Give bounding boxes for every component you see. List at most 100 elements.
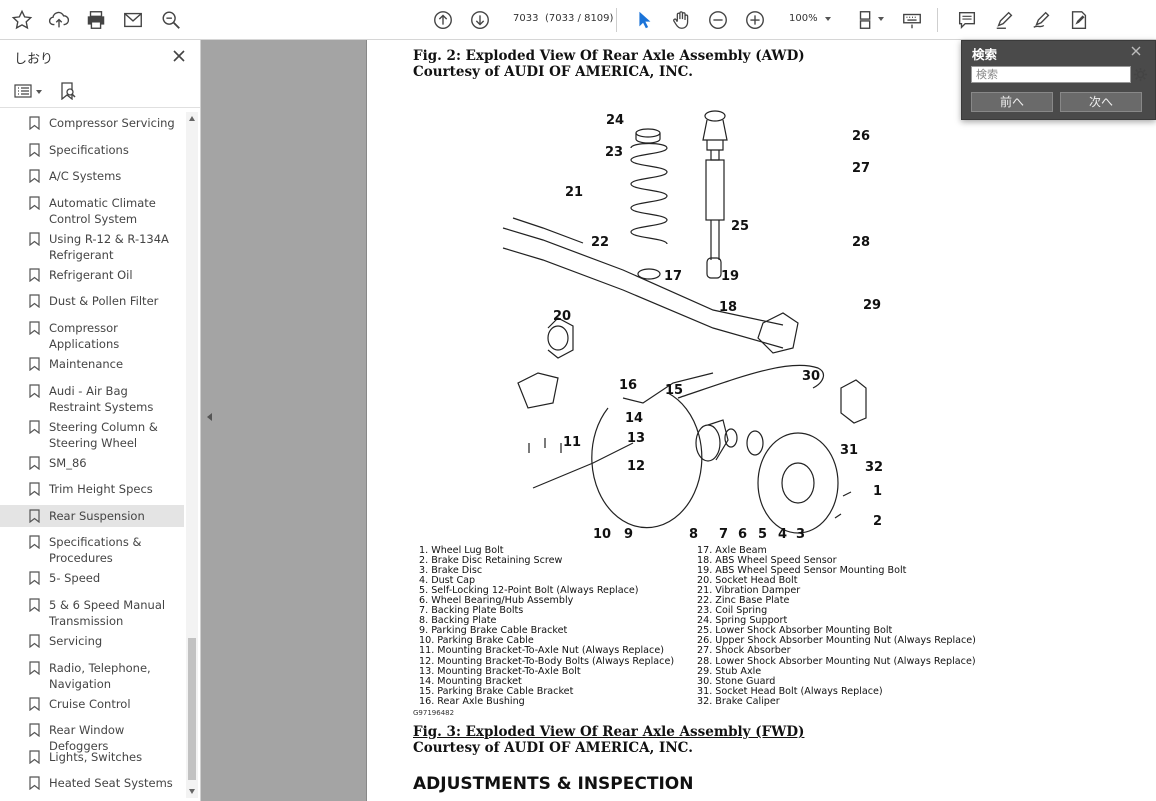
part-callout: 6	[738, 527, 747, 538]
part-callout: 21	[565, 185, 583, 200]
zoom-in-icon[interactable]	[742, 7, 768, 33]
page-view-caret-icon[interactable]	[878, 17, 884, 21]
bookmark-item[interactable]: Automatic Climate Control System	[0, 192, 184, 228]
options-caret-icon[interactable]	[36, 90, 42, 94]
part-callout: 29	[863, 298, 881, 313]
print-icon[interactable]	[83, 7, 109, 33]
scrollbar-thumb[interactable]	[188, 638, 196, 780]
keyboard-icon[interactable]	[899, 7, 925, 33]
bookmark-ribbon-icon	[29, 509, 40, 523]
bookmark-item[interactable]: Specifications	[0, 139, 184, 166]
bookmark-item[interactable]: 5- Speed	[0, 567, 184, 594]
bookmark-item[interactable]: Compressor Servicing	[0, 112, 184, 139]
legend-entry: 14. Mounting Bracket	[419, 675, 522, 687]
figure-code: G97196482	[413, 709, 455, 717]
bookmark-label: Specifications	[49, 142, 129, 157]
zoom-level-select[interactable]: 100%	[789, 13, 818, 24]
bookmark-item[interactable]: Compressor Applications	[0, 317, 184, 353]
search-next-button[interactable]: 次へ	[1060, 92, 1142, 112]
figure-3-courtesy: Courtesy of AUDI OF AMERICA, INC.	[413, 740, 693, 756]
select-cursor-icon[interactable]	[631, 7, 657, 33]
legend-entry: 19. ABS Wheel Speed Sensor Mounting Bolt	[697, 565, 907, 577]
zoom-out-icon[interactable]	[705, 7, 731, 33]
bookmark-item[interactable]: Heated Seat Systems	[0, 772, 184, 798]
scroll-up-icon[interactable]	[189, 116, 195, 121]
bookmark-ribbon-icon	[29, 169, 40, 184]
bookmark-label: Cruise Control	[49, 696, 131, 711]
email-icon[interactable]	[120, 7, 146, 33]
fill-sign-icon[interactable]	[1066, 7, 1092, 33]
document-viewport[interactable]: Fig. 2: Exploded View Of Rear Axle Assem…	[201, 40, 1156, 801]
bookmark-item[interactable]: Servicing	[0, 630, 184, 657]
search-prev-button[interactable]: 前へ	[971, 92, 1053, 112]
bookmark-ribbon-icon	[29, 776, 40, 791]
part-callout: 11	[563, 435, 581, 450]
bookmark-item[interactable]: Using R-12 & R-134A Refrigerant	[0, 228, 184, 264]
legend-entry: 13. Mounting Bracket-To-Axle Bolt	[419, 665, 581, 677]
bookmark-item[interactable]: A/C Systems	[0, 165, 184, 192]
figure-2-courtesy: Courtesy of AUDI OF AMERICA, INC.	[413, 64, 693, 80]
draw-icon[interactable]	[1029, 7, 1055, 33]
bookmarks-scrollbar[interactable]	[186, 112, 198, 798]
hand-tool-icon[interactable]	[668, 7, 694, 33]
figure-3-title-text[interactable]: Fig. 3: Exploded View Of Rear Axle Assem…	[413, 724, 805, 740]
bookmark-item[interactable]: Lights, Switches	[0, 746, 184, 773]
bookmarks-panel-title: しおり	[14, 52, 54, 67]
upload-cloud-icon[interactable]	[46, 7, 72, 33]
bookmark-label: Audi - Air Bag Restraint Systems	[49, 383, 154, 414]
part-callout: 28	[852, 235, 870, 250]
page-up-icon[interactable]	[430, 7, 456, 33]
bookmark-item[interactable]: Rear Suspension	[0, 504, 184, 527]
legend-entry: 26. Upper Shock Absorber Mounting Nut (A…	[697, 635, 976, 647]
bookmark-ribbon-icon	[29, 634, 40, 648]
bookmark-item[interactable]: Specifications & Procedures	[0, 531, 184, 567]
legend-entry: 17. Axle Beam	[697, 545, 767, 556]
part-callout: 20	[553, 309, 571, 324]
scroll-down-icon[interactable]	[189, 789, 195, 794]
page-count: (7033 / 8109)	[545, 13, 614, 24]
find-magnifier-icon[interactable]	[158, 7, 184, 33]
part-callout: 17	[664, 269, 682, 284]
search-input[interactable]	[971, 66, 1131, 83]
search-panel: 検索 前へ 次へ	[961, 40, 1156, 120]
bookmark-item[interactable]: 5 & 6 Speed Manual Transmission	[0, 594, 184, 630]
collapse-panel-handle-icon[interactable]	[207, 413, 212, 421]
bookmark-item[interactable]: SM_86	[0, 452, 184, 479]
comment-icon[interactable]	[954, 7, 980, 33]
bookmark-item[interactable]: Audi - Air Bag Restraint Systems	[0, 380, 184, 416]
page-down-icon[interactable]	[467, 7, 493, 33]
page-view-icon[interactable]	[853, 7, 879, 33]
bookmark-star-icon[interactable]	[9, 7, 35, 33]
search-options-gear-icon[interactable]	[1133, 67, 1148, 82]
legend-entry: 9. Parking Brake Cable Bracket	[419, 625, 568, 637]
bookmark-item[interactable]: Steering Column & Steering Wheel	[0, 416, 184, 452]
bookmark-label: Refrigerant Oil	[49, 267, 133, 282]
bookmark-item[interactable]: Dust & Pollen Filter	[0, 290, 184, 317]
legend-entry: 29. Stub Axle	[697, 665, 762, 677]
bookmark-item[interactable]: Radio, Telephone, Navigation	[0, 657, 184, 693]
bookmark-ribbon-icon	[29, 419, 40, 434]
bookmark-ribbon-icon	[29, 660, 40, 675]
legend-entry: 6. Wheel Bearing/Hub Assembly	[419, 595, 574, 607]
bookmark-item[interactable]: Rear Window Defoggers	[0, 719, 184, 753]
options-list-icon[interactable]	[14, 84, 32, 98]
bookmark-ribbon-icon	[29, 571, 40, 586]
close-panel-icon[interactable]	[171, 48, 187, 64]
bookmark-item[interactable]: Maintenance	[0, 353, 184, 380]
find-bookmark-icon[interactable]	[60, 82, 76, 100]
highlight-pen-icon[interactable]	[992, 7, 1018, 33]
section-heading: ADJUSTMENTS & INSPECTION	[413, 774, 694, 794]
close-search-icon[interactable]	[1130, 45, 1142, 57]
bookmark-item[interactable]: Cruise Control	[0, 693, 184, 720]
bookmark-ribbon-icon	[29, 268, 40, 282]
bookmark-item[interactable]: Trim Height Specs	[0, 478, 184, 505]
part-callout: 9	[624, 527, 633, 538]
bookmark-label: Dust & Pollen Filter	[49, 294, 159, 309]
part-callout: 13	[627, 431, 645, 446]
legend-entry: 25. Lower Shock Absorber Mounting Bolt	[697, 625, 893, 637]
legend-entry: 24. Spring Support	[697, 615, 788, 627]
legend-entry: 1. Wheel Lug Bolt	[419, 545, 504, 556]
zoom-dropdown-caret-icon[interactable]	[825, 17, 831, 21]
current-page-input[interactable]: 7033	[513, 13, 539, 24]
bookmark-item[interactable]: Refrigerant Oil	[0, 264, 184, 291]
